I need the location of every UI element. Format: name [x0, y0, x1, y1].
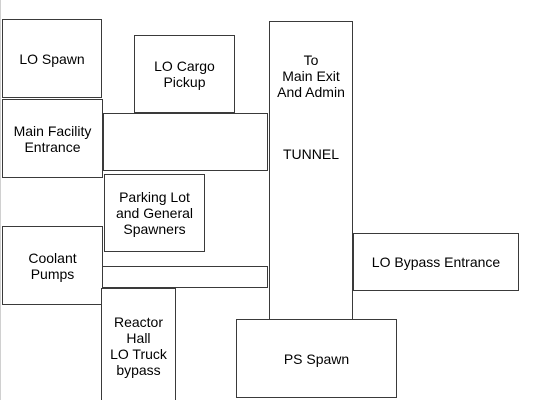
lo-spawn-label: LO Spawn: [19, 50, 85, 67]
coolant-pumps-box: Coolant Pumps: [2, 226, 103, 305]
lo-bypass-entrance-label: LO Bypass Entrance: [371, 254, 501, 270]
tunnel-box: To Main Exit And Admin TUNNEL: [269, 21, 353, 320]
lo-cargo-pickup-box: LO Cargo Pickup: [134, 35, 235, 113]
coolant-pumps-label: Coolant Pumps: [28, 249, 77, 282]
lo-spawn-box: LO Spawn: [2, 19, 102, 98]
left-edge-line: [0, 0, 1, 400]
tunnel-label: TUNNEL: [282, 146, 339, 162]
reactor-hall-box: Reactor Hall LO Truck bypass: [101, 288, 176, 400]
tunnel-heading: To Main Exit And Admin: [277, 52, 345, 100]
ps-spawn-label: PS Spawn: [283, 350, 350, 367]
tunnel-text-group: To Main Exit And Admin TUNNEL: [270, 22, 352, 162]
parking-lot-label: Parking Lot and General Spawners: [115, 189, 194, 237]
lo-cargo-pickup-label: LO Cargo Pickup: [154, 58, 215, 90]
main-facility-entrance-box: Main Facility Entrance: [2, 99, 103, 178]
ps-spawn-box: PS Spawn: [236, 319, 397, 398]
reactor-hall-label: Reactor Hall LO Truck bypass: [110, 314, 167, 378]
upper-corridor: [103, 113, 268, 171]
parking-lot-box: Parking Lot and General Spawners: [104, 174, 205, 252]
lo-bypass-entrance-box: LO Bypass Entrance: [353, 233, 519, 291]
main-facility-entrance-label: Main Facility Entrance: [13, 122, 92, 155]
lower-corridor: [102, 266, 268, 288]
